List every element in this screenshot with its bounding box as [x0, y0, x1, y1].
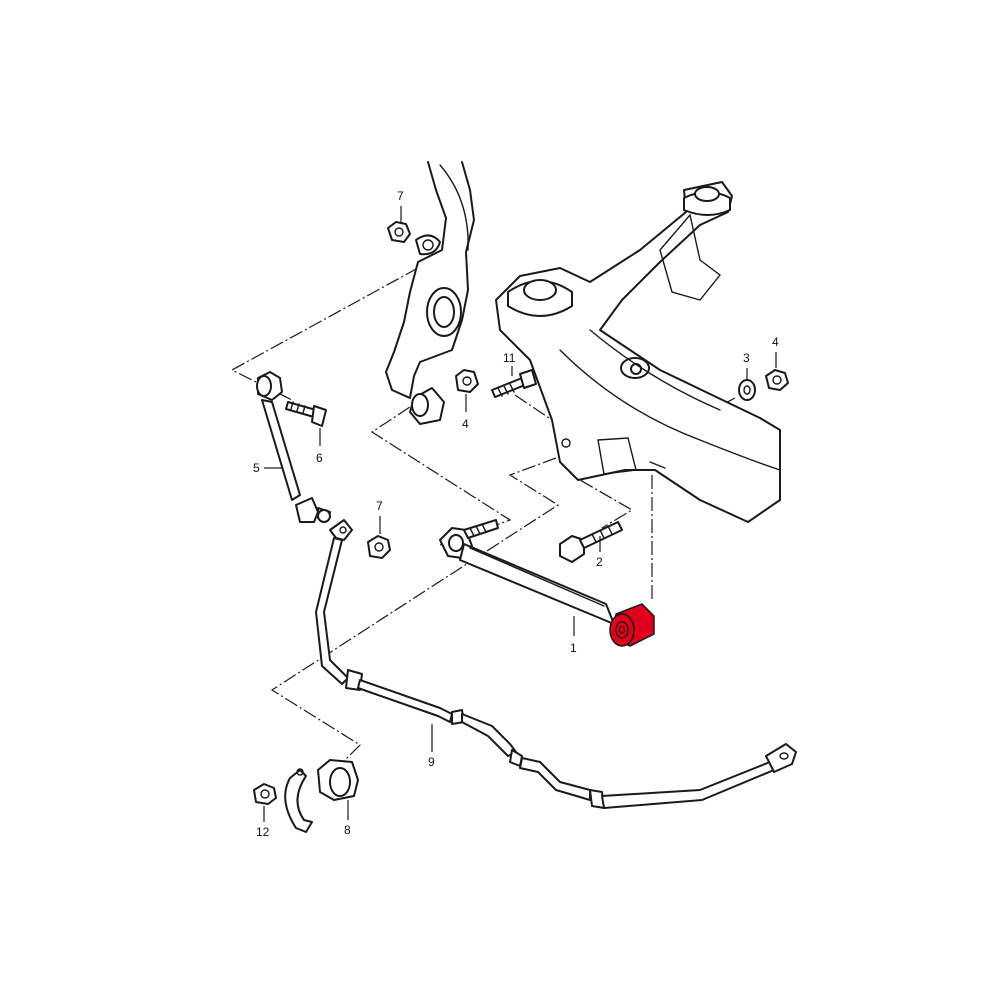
callout-7-top: 7 — [397, 189, 404, 203]
washer-3 — [738, 379, 756, 401]
hex-nut-7-middle — [367, 535, 391, 559]
hex-nut-4-right — [765, 369, 789, 391]
bolt-2 — [559, 521, 623, 563]
front-subframe — [495, 181, 781, 523]
callout-8: 8 — [344, 823, 351, 837]
callout-7-middle: 7 — [376, 499, 383, 513]
callout-5: 5 — [253, 461, 260, 475]
hex-nut-7-top — [387, 221, 411, 243]
callout-9: 9 — [428, 755, 435, 769]
hex-nut-4-left — [455, 369, 479, 393]
callout-4-left: 4 — [462, 417, 469, 431]
wheel-bearing-housing — [385, 161, 475, 399]
mount-clamp — [284, 768, 313, 833]
callout-6: 6 — [316, 451, 323, 465]
hex-nut-12 — [253, 783, 277, 805]
callout-labels: 7 11 4 3 4 6 5 7 2 1 9 12 8 — [253, 189, 779, 839]
coupling-link-5 — [256, 371, 331, 523]
callout-3: 3 — [743, 351, 750, 365]
rubber-mount-8 — [317, 759, 359, 801]
bolt-6 — [285, 401, 327, 427]
callout-11: 11 — [503, 351, 516, 365]
callout-1: 1 — [570, 641, 577, 655]
stabilizer-bar-9 — [315, 519, 797, 809]
highlighted-bushing — [609, 603, 655, 647]
callout-12: 12 — [256, 825, 270, 839]
callout-2: 2 — [596, 555, 603, 569]
callout-4-right: 4 — [772, 335, 779, 349]
bolt-11 — [491, 369, 537, 398]
control-arm-1 — [439, 519, 615, 625]
link-bushing — [409, 387, 445, 425]
